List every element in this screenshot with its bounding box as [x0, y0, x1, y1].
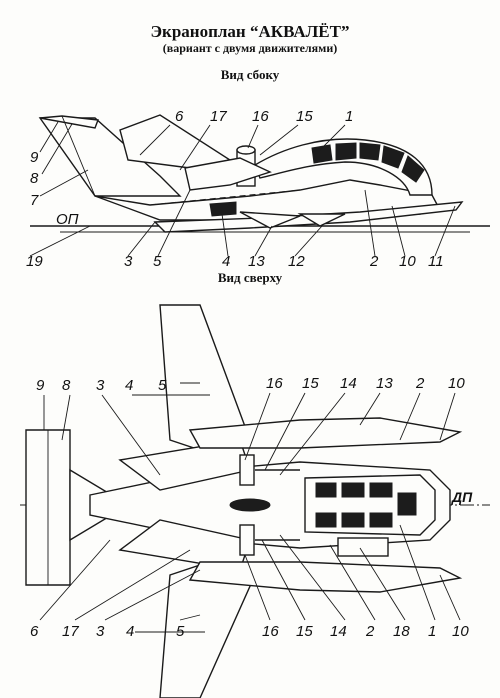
engine-pod	[184, 157, 272, 191]
side-label-17: 17	[210, 108, 227, 125]
top-label-14: 14	[340, 375, 357, 392]
bottom-label-3: 3	[96, 623, 105, 640]
side-leaders	[29, 121, 456, 257]
top-label-10: 10	[448, 375, 465, 392]
side-label-13: 13	[248, 253, 265, 270]
top-label-8: 8	[62, 377, 71, 394]
side-label-1: 1	[345, 108, 353, 125]
propeller-upper	[239, 454, 255, 486]
side-label-7: 7	[30, 192, 39, 209]
top-label-16: 16	[266, 375, 283, 392]
drawing-subtitle: (вариант с двумя движителями)	[162, 41, 338, 55]
step-2	[297, 213, 346, 227]
fuel-tank	[337, 537, 389, 557]
top-label-9: 9	[36, 377, 45, 394]
side-label-6: 6	[175, 108, 184, 125]
side-label-5: 5	[153, 253, 162, 270]
side-label-15: 15	[296, 108, 313, 125]
side-label-19: 19	[26, 253, 43, 270]
bottom-label-4: 4	[126, 623, 134, 640]
side-label-3: 3	[124, 253, 133, 270]
ref-line-label: ОП	[56, 211, 79, 228]
cockpit-top	[304, 474, 436, 536]
top-label-5: 5	[158, 377, 167, 394]
tail-tip	[39, 115, 99, 129]
side-label-16: 16	[252, 108, 269, 125]
top-label-13: 13	[376, 375, 393, 392]
propeller-lower	[239, 524, 255, 556]
bottom-label-15: 15	[296, 623, 313, 640]
side-label-12: 12	[288, 253, 305, 270]
side-label-4: 4	[222, 253, 230, 270]
bottom-label-1: 1	[428, 623, 436, 640]
bottom-label-16: 16	[262, 623, 279, 640]
engine-block	[209, 201, 237, 217]
bottom-label-5: 5	[176, 623, 185, 640]
side-view: ОП 6 17 16 15 1 9 8 7 19 3 5 4 13 12 2 1…	[26, 108, 490, 270]
side-label-11: 11	[428, 253, 444, 270]
side-view-heading: Вид сбоку	[220, 67, 280, 82]
side-label-9: 9	[30, 149, 39, 166]
bottom-label-14: 14	[330, 623, 347, 640]
fin-hinge	[61, 115, 96, 197]
top-label-2: 2	[415, 375, 425, 392]
bottom-label-18: 18	[393, 623, 410, 640]
centerline-label: ДП	[451, 489, 473, 505]
drawing-title: Экраноплан “АКВАЛЁТ”	[150, 22, 350, 41]
float-lower	[188, 561, 463, 593]
top-view: 9 8 3 4 5 16 15 14 13 2 10 ДП 6 17 3 4 5…	[20, 304, 490, 698]
top-leaders	[39, 382, 461, 633]
cockpit-windows-top	[315, 482, 417, 528]
step-1	[239, 211, 301, 229]
top-label-4: 4	[125, 377, 133, 394]
engine-mount	[229, 498, 271, 512]
bottom-label-6: 6	[30, 623, 39, 640]
side-label-2: 2	[369, 253, 379, 270]
side-label-8: 8	[30, 170, 39, 187]
hull-hidden-line	[149, 189, 301, 206]
side-label-10: 10	[399, 253, 416, 270]
canopy-windows	[311, 142, 425, 183]
top-view-heading: Вид сверху	[217, 270, 283, 285]
top-label-3: 3	[96, 377, 105, 394]
bottom-label-17: 17	[62, 623, 79, 640]
propeller-hub	[236, 145, 256, 155]
bottom-label-2: 2	[365, 623, 375, 640]
top-label-15: 15	[302, 375, 319, 392]
bottom-label-10: 10	[452, 623, 469, 640]
